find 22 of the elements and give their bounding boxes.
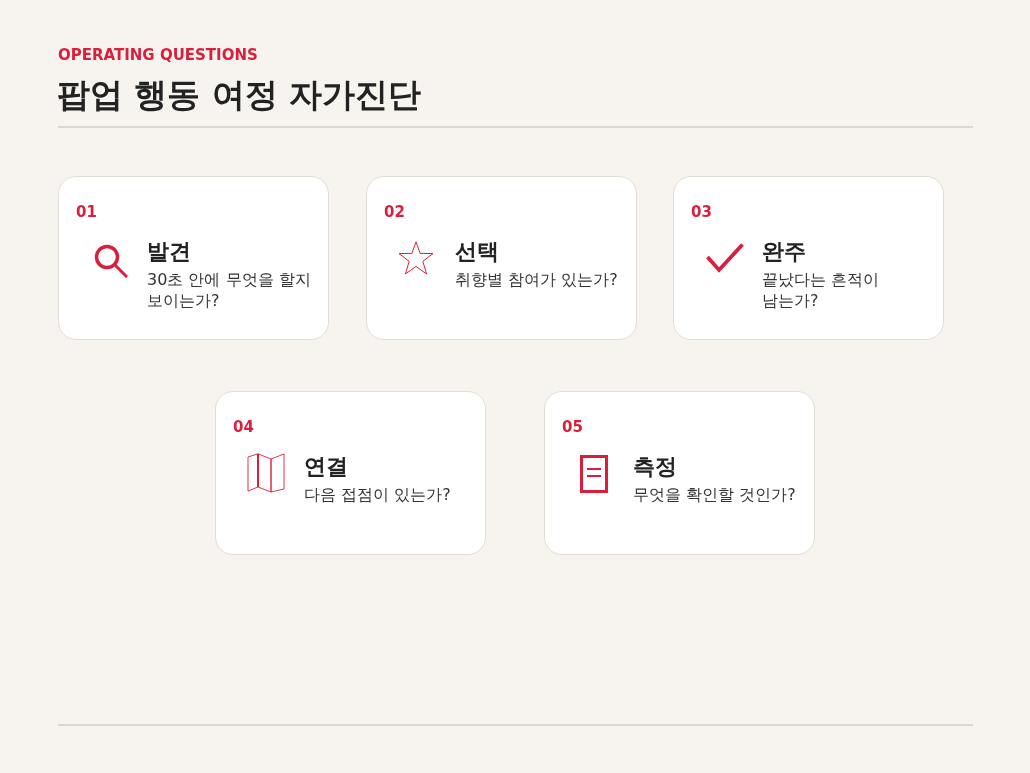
step-number: 02 — [384, 203, 405, 221]
question-card — [58, 176, 329, 340]
question-card — [544, 391, 815, 555]
question-card — [215, 391, 486, 555]
card-description: 30초 안에 무엇을 할지 보이는가? — [147, 269, 312, 311]
card-title: 완주 — [762, 238, 807, 266]
page-title: 팝업 행동 여정 자가진단 — [57, 74, 422, 116]
card-description: 끝났다는 흔적이 남는가? — [762, 269, 881, 311]
step-number: 05 — [562, 418, 583, 436]
card-title: 선택 — [455, 238, 500, 266]
step-number: 03 — [691, 203, 712, 221]
question-card — [673, 176, 944, 340]
card-description: 다음 접점이 있는가? — [304, 484, 452, 505]
step-number: 04 — [233, 418, 254, 436]
kicker-text: OPERATING QUESTIONS — [58, 45, 258, 65]
card-title: 발견 — [147, 238, 192, 266]
question-card — [366, 176, 637, 340]
card-description: 취향별 참여가 있는가? — [455, 269, 619, 290]
card-description: 무엇을 확인할 것인가? — [633, 484, 797, 505]
card-title: 측정 — [633, 453, 678, 481]
card-title: 연결 — [304, 453, 349, 481]
step-number: 01 — [76, 203, 97, 221]
